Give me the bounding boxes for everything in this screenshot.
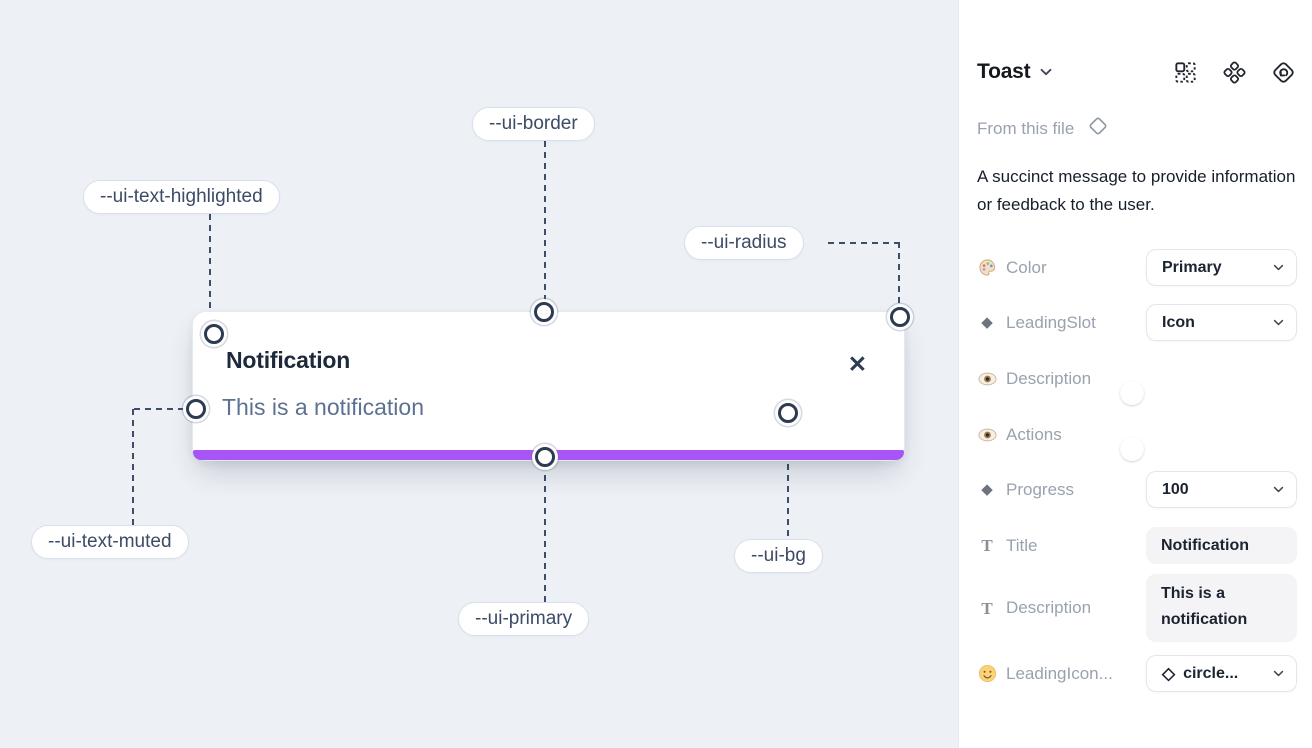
prop-label-progress: Progress: [1006, 479, 1075, 499]
eye-icon: [977, 372, 997, 386]
connector-line-primary: [544, 464, 546, 602]
prop-label-color: Color: [1006, 257, 1047, 277]
prop-label-title: Title: [1006, 535, 1038, 555]
connector-line-text-muted-v: [132, 409, 134, 525]
prop-row-leadingicon: LeadingIcon... ◇ circle...: [977, 655, 1297, 692]
connector-node-text-highlighted[interactable]: [204, 324, 224, 344]
description-text-field[interactable]: This is a notification: [1146, 574, 1297, 642]
component-reset-icon[interactable]: [1270, 59, 1296, 85]
prop-row-description-text: T Description This is a notification: [977, 574, 1297, 642]
prop-row-color: Color Primary: [977, 249, 1297, 286]
var-pill-ui-bg[interactable]: --ui-bg: [734, 539, 823, 573]
connector-node-primary[interactable]: [535, 447, 555, 467]
swap-instance-icon[interactable]: [1172, 59, 1198, 85]
connector-line-text-highlighted: [209, 214, 211, 322]
prop-row-progress: ◆ Progress 100: [977, 471, 1297, 508]
prop-row-leadingslot: ◆ LeadingSlot Icon: [977, 304, 1297, 341]
title-text-field[interactable]: Notification: [1146, 527, 1297, 564]
component-icon[interactable]: [1221, 59, 1247, 85]
chevron-down-icon[interactable]: [1040, 68, 1052, 76]
toast-title: Notification: [226, 347, 351, 373]
text-property-icon: T: [981, 536, 993, 555]
var-pill-ui-radius[interactable]: --ui-radius: [684, 226, 804, 260]
variant-diamond-icon: ◆: [981, 314, 993, 331]
diamond-outline-icon: [1086, 114, 1110, 143]
leadingicon-select[interactable]: ◇ circle...: [1146, 655, 1297, 692]
smiley-icon: [977, 664, 997, 683]
toast-description: This is a notification: [222, 394, 424, 420]
prop-label-leadingicon: LeadingIcon...: [1006, 663, 1113, 683]
toggle-knob: [1120, 436, 1144, 461]
close-icon[interactable]: ✕: [847, 351, 867, 377]
component-description: A succinct message to provide informatio…: [977, 167, 1296, 214]
source-row: From this file: [977, 114, 1110, 143]
connector-line-radius-v: [898, 242, 900, 306]
progress-select[interactable]: 100: [1146, 471, 1297, 508]
diamond-outline-icon: ◇: [1162, 664, 1176, 683]
connector-node-text-muted[interactable]: [186, 399, 206, 419]
prop-label-actions: Actions: [1006, 424, 1062, 444]
properties-panel: Toast: [958, 0, 1312, 748]
connector-node-radius[interactable]: [890, 307, 910, 327]
eye-icon: [977, 428, 997, 442]
color-select[interactable]: Primary: [1146, 249, 1297, 286]
toast-component[interactable]: Notification This is a notification ✕: [192, 311, 905, 461]
var-pill-ui-text-muted[interactable]: --ui-text-muted: [31, 525, 189, 559]
canvas[interactable]: Notification This is a notification ✕ --…: [0, 0, 958, 748]
leadingslot-select[interactable]: Icon: [1146, 304, 1297, 341]
variant-diamond-icon: ◆: [981, 481, 993, 498]
connector-line-border: [544, 141, 546, 305]
chevron-down-icon: [1273, 264, 1284, 271]
connector-line-text-muted-h: [134, 408, 186, 410]
prop-row-description-toggle: Description: [977, 360, 1297, 405]
var-pill-ui-text-highlighted[interactable]: --ui-text-highlighted: [83, 180, 280, 214]
connector-line-radius-h: [828, 242, 900, 244]
connector-node-border[interactable]: [534, 302, 554, 322]
palette-icon: [977, 258, 997, 277]
prop-label-description: Description: [1006, 368, 1092, 388]
component-title: Toast: [977, 60, 1031, 83]
chevron-down-icon: [1273, 486, 1284, 493]
connector-line-bg: [787, 420, 789, 539]
prop-row-actions-toggle: Actions: [977, 416, 1297, 461]
var-pill-ui-primary[interactable]: --ui-primary: [458, 602, 590, 636]
prop-label-leadingslot: LeadingSlot: [1006, 312, 1096, 332]
text-property-icon: T: [981, 598, 993, 618]
prop-label-description-text: Description: [1006, 598, 1092, 617]
chevron-down-icon: [1273, 670, 1284, 677]
prop-row-title: T Title Notification: [977, 527, 1297, 564]
panel-header: Toast: [977, 56, 1296, 88]
source-label: From this file: [977, 118, 1075, 138]
connector-node-bg[interactable]: [778, 403, 798, 423]
chevron-down-icon: [1273, 319, 1284, 326]
var-pill-ui-border[interactable]: --ui-border: [472, 107, 595, 141]
toggle-knob: [1120, 380, 1144, 405]
